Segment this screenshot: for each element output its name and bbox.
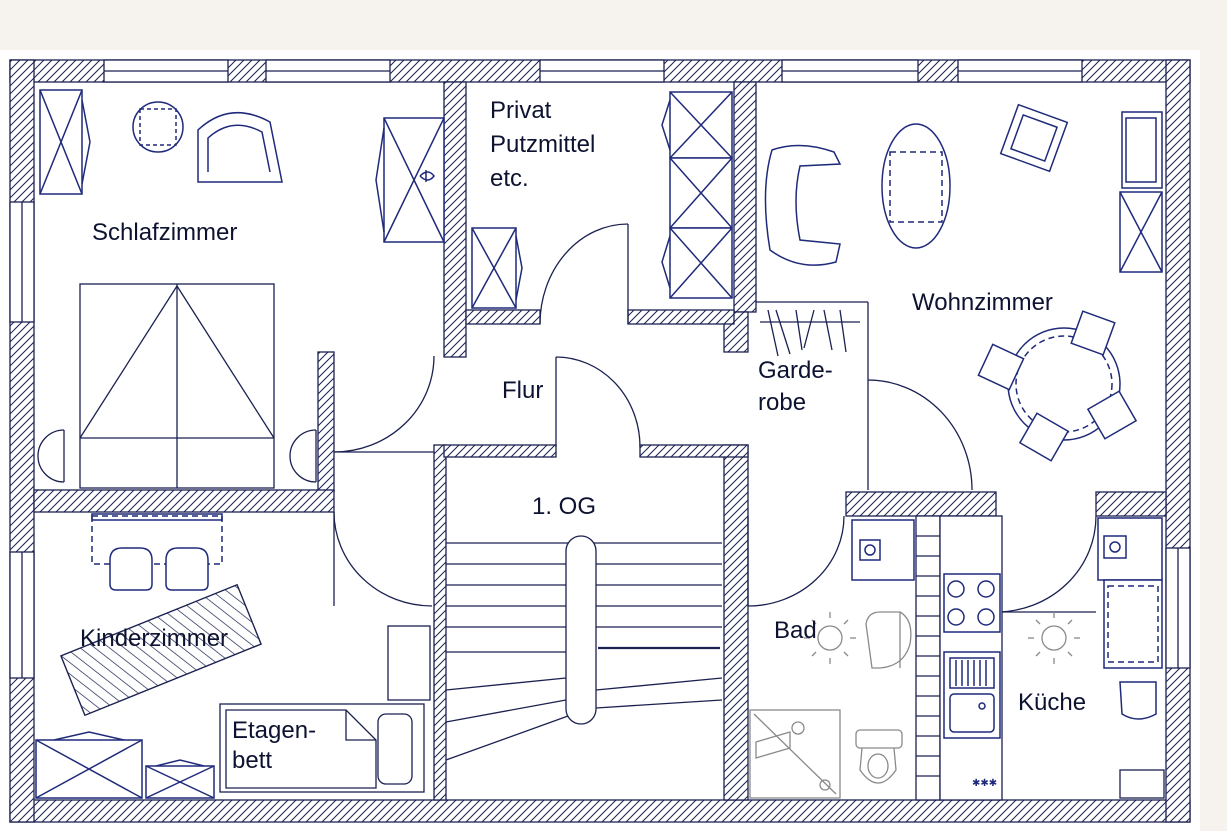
label-kinderzimmer: Kinderzimmer [80,625,228,652]
bad-fixtures [749,515,941,801]
label-flur: Flur [502,377,543,404]
label-privat-line2: Putzmittel [490,131,595,158]
garderobe-rack [760,309,860,357]
label-privat-line3: etc. [490,165,529,192]
wohnzimmer-furniture [764,103,1163,462]
windows [9,59,1191,679]
schlafzimmer-furniture [37,89,445,489]
room-labels: Schlafzimmer Privat Putzmittel etc. Wohn… [80,97,1086,774]
privat-furniture [471,91,733,309]
kinderzimmer-furniture [35,513,431,799]
label-bad: Bad [774,617,817,644]
walls [9,59,1191,823]
label-privat-line1: Privat [490,97,552,124]
svg-text:✱✱✱: ✱✱✱ [972,778,997,789]
doors [333,223,1097,613]
kueche-fixtures: ✱✱✱ [939,515,1165,801]
label-garderobe-line2: robe [758,389,806,416]
staircase [445,535,723,761]
label-etagenbett-line1: Etagen- [232,717,316,744]
label-wohnzimmer: Wohnzimmer [912,289,1053,316]
label-etagenbett-line2: bett [232,747,272,774]
label-kueche: Küche [1018,689,1086,716]
label-floor: 1. OG [532,493,596,520]
label-schlafzimmer: Schlafzimmer [92,219,237,246]
label-garderobe-line1: Garde- [758,357,833,384]
